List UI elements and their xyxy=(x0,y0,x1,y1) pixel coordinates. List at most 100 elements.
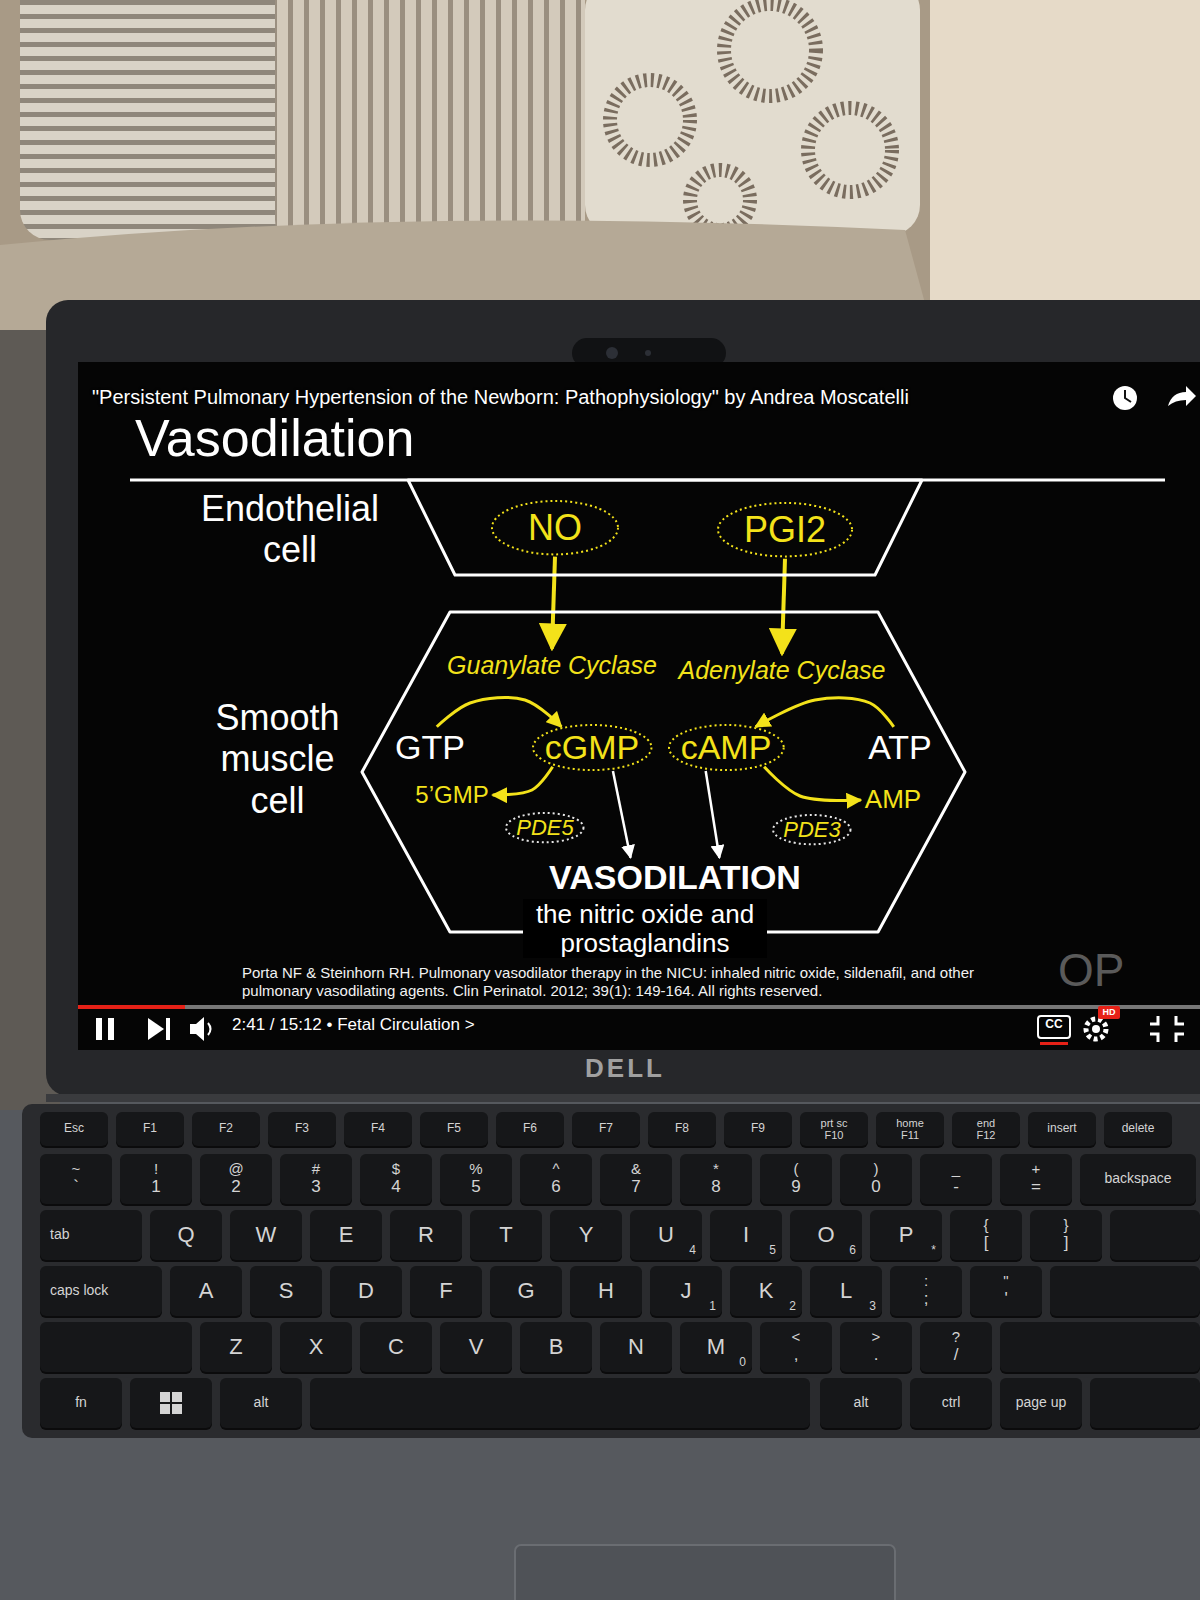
key-label: ! xyxy=(154,1161,158,1178)
keyboard-key: R xyxy=(390,1210,462,1260)
connector-arrow xyxy=(756,698,894,727)
progress-played xyxy=(78,1005,185,1009)
node-text: PDE5 xyxy=(516,815,573,840)
patterned-pillow xyxy=(585,0,920,235)
channel-watermark: OP xyxy=(1058,944,1124,997)
key-label: } xyxy=(1063,1217,1068,1234)
key-label: Q xyxy=(177,1223,194,1247)
key-label: alt xyxy=(854,1395,869,1410)
keyboard-key: B xyxy=(520,1322,592,1372)
key-label: ; xyxy=(924,1290,929,1309)
progress-remaining xyxy=(185,1005,1200,1009)
keyboard-key: "' xyxy=(970,1266,1042,1316)
hexagon-outline xyxy=(362,612,965,932)
windows-logo xyxy=(172,1404,182,1414)
key-label: 5 xyxy=(769,1244,776,1257)
key-label: B xyxy=(549,1335,564,1359)
key-label: J xyxy=(681,1279,692,1303)
key-label: * xyxy=(713,1161,719,1178)
node-text: NO xyxy=(528,507,582,548)
key-label: F1 xyxy=(143,1122,157,1135)
ellipse-outline xyxy=(506,813,583,842)
key-label: F2 xyxy=(219,1122,233,1135)
key-label: X xyxy=(309,1335,324,1359)
pause-icon xyxy=(96,1018,114,1040)
key-label: 6 xyxy=(551,1178,560,1197)
keyboard-key xyxy=(1050,1266,1200,1316)
key-label: caps lock xyxy=(50,1283,108,1298)
key-label: _ xyxy=(952,1161,960,1178)
keyboard-key: @2 xyxy=(200,1154,272,1204)
keyboard-key: &7 xyxy=(600,1154,672,1204)
hinge xyxy=(46,1094,1200,1102)
key-label: , xyxy=(794,1346,799,1365)
key-label: end xyxy=(977,1117,995,1129)
keyboard-key: I5 xyxy=(710,1210,782,1260)
next-icon xyxy=(148,1018,170,1040)
keyboard-key: *8 xyxy=(680,1154,752,1204)
keyboard-key: $4 xyxy=(360,1154,432,1204)
connector-arrow xyxy=(437,697,562,726)
key-label: D xyxy=(358,1279,374,1303)
keyboard-key: F xyxy=(410,1266,482,1316)
key-label: F6 xyxy=(523,1122,537,1135)
keyboard-key: E xyxy=(310,1210,382,1260)
keyboard-key: alt xyxy=(820,1378,902,1428)
keyboard-key: P* xyxy=(870,1210,942,1260)
substrate-label: ATP xyxy=(864,726,936,769)
messenger-ellipse: cAMP xyxy=(667,723,786,772)
node-text: ATP xyxy=(868,728,932,767)
product-label: AMP xyxy=(861,783,925,817)
key-label: page up xyxy=(1016,1395,1067,1410)
key-label: > xyxy=(872,1329,881,1346)
key-label: F10 xyxy=(825,1129,844,1141)
keyboard-key: A xyxy=(170,1266,242,1316)
enzyme-ellipse: PDE5 xyxy=(504,811,585,844)
striped-pillow xyxy=(275,0,585,250)
pillow-pattern xyxy=(610,4,892,230)
key-label: 5 xyxy=(471,1178,480,1197)
keyboard-key: F6 xyxy=(496,1112,564,1146)
keyboard-key: L3 xyxy=(810,1266,882,1316)
key-label: S xyxy=(279,1279,294,1303)
key-label: V xyxy=(469,1335,484,1359)
keyboard-key: V xyxy=(440,1322,512,1372)
volume-icon xyxy=(190,1017,211,1041)
keyboard-key: fn xyxy=(40,1378,122,1428)
enzyme-ellipse: PDE3 xyxy=(771,813,852,846)
webcam-lens xyxy=(606,347,618,359)
cc-button-label: CC xyxy=(1038,1018,1070,1032)
node-text: Adenylate Cyclase xyxy=(678,656,885,685)
connector-arrow xyxy=(706,771,720,858)
keyboard-key: %5 xyxy=(440,1154,512,1204)
brand-logo: DELL xyxy=(585,1054,665,1084)
key-label: 9 xyxy=(791,1178,800,1197)
key-label: : xyxy=(924,1273,928,1290)
ellipse-outline xyxy=(533,725,651,770)
keyboard-key: ctrl xyxy=(910,1378,992,1428)
key-label: . xyxy=(874,1346,879,1365)
keyboard-key: delete xyxy=(1104,1112,1172,1146)
key-label: C xyxy=(388,1335,404,1359)
ellipse-outline xyxy=(718,503,852,556)
key-label: 2 xyxy=(231,1178,240,1197)
keyboard-key: )0 xyxy=(840,1154,912,1204)
fullscreen-icon xyxy=(1150,1016,1184,1042)
enzyme-label: Guanylate Cyclase xyxy=(443,649,661,682)
key-label: 7 xyxy=(631,1178,640,1197)
keyboard-key xyxy=(40,1322,192,1372)
keyboard-key: F4 xyxy=(344,1112,412,1146)
cc-active-bar xyxy=(1040,1042,1068,1045)
node-text: cGMP xyxy=(545,728,639,767)
key-label: F3 xyxy=(295,1122,309,1135)
key-label: T xyxy=(499,1223,512,1247)
hd-badge-bg xyxy=(1098,1006,1120,1019)
settings-gear xyxy=(1086,1019,1106,1039)
keyboard-key: tab xyxy=(40,1210,142,1260)
closed-caption: the nitric oxide and prostaglandins xyxy=(523,899,767,958)
cc-button xyxy=(1038,1016,1070,1038)
key-label: ( xyxy=(794,1161,799,1178)
product-label: 5’GMP xyxy=(411,779,492,811)
slide-title: Vasodilation xyxy=(135,412,414,464)
key-label: I xyxy=(743,1223,749,1247)
